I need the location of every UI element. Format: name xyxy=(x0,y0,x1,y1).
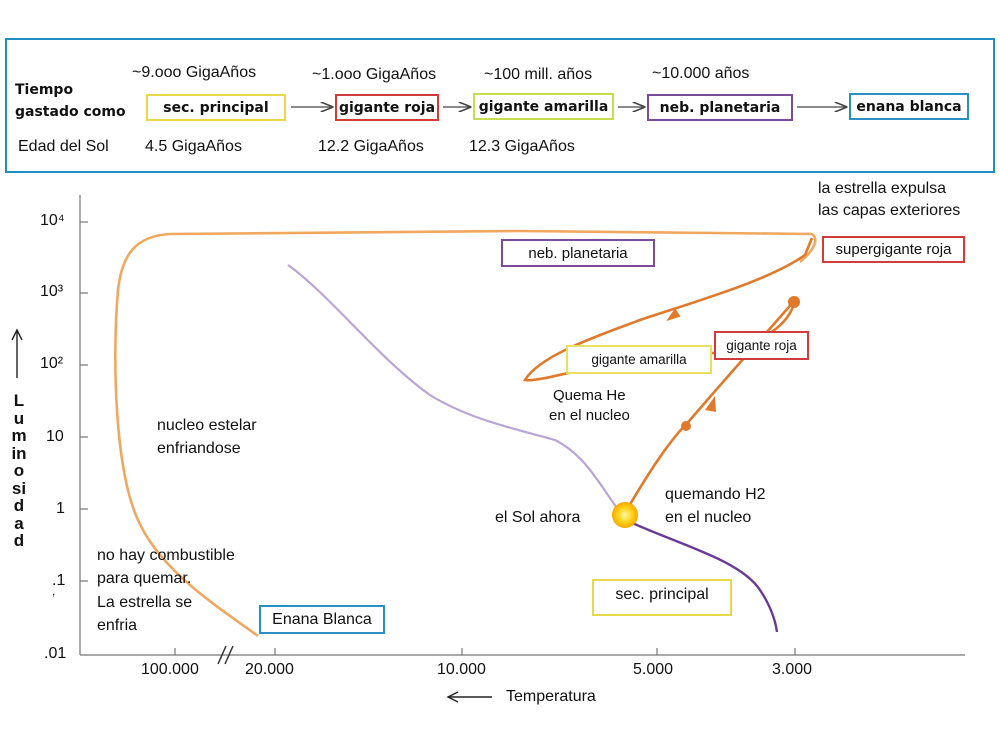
stage-box-white-dwarf: enana blanca xyxy=(849,93,969,120)
stage-box-red-giant: gigante roja xyxy=(335,94,439,121)
h2-burning-line2: en el nucleo xyxy=(665,509,752,526)
timeline-row-label-line2: gastado como xyxy=(15,104,126,120)
red-giant-tip-marker xyxy=(788,296,800,308)
stage-box-planetary-nebula: neb. planetaria xyxy=(647,94,793,121)
main-sequence-lower-track xyxy=(629,520,779,633)
x-tick-3000: 3.000 xyxy=(772,661,813,678)
axis-break-icon xyxy=(217,645,234,665)
y-tick-10: 10 xyxy=(46,428,64,445)
no-fuel-line3: La estrella se xyxy=(97,594,193,611)
stage-box-main-sequence: sec. principal xyxy=(146,94,286,121)
he-burning-line2: en el nucleo xyxy=(549,407,630,424)
duration-red-giant: ~1.ooo GigaAños xyxy=(312,66,437,83)
main-sequence-upper-track xyxy=(287,264,618,509)
x-tick-20000: 20.000 xyxy=(245,661,294,678)
y-tick-01: .1 xyxy=(52,572,66,589)
label-red-giant: gigante roja xyxy=(714,331,809,360)
core-cooling-line2: enfriandose xyxy=(157,440,241,457)
label-white-dwarf: Enana Blanca xyxy=(259,605,385,634)
timeline-row-label-line1: Tiempo xyxy=(15,82,74,98)
h2-burning-line1: quemando H2 xyxy=(665,486,766,503)
planetary-nebula-track xyxy=(114,229,817,638)
expel-annotation-line2: las capas exteriores xyxy=(818,202,961,219)
he-burning-line1: Quema He xyxy=(553,387,626,404)
x-tick-10000: 10.000 xyxy=(437,661,486,678)
x-tick-5000: 5.000 xyxy=(633,661,674,678)
y-axis-label: Luminosidad xyxy=(11,391,27,550)
sun-now-label: el Sol ahora xyxy=(495,509,581,526)
stage-box-yellow-giant: gigante amarilla xyxy=(473,93,614,120)
sun-age-main-sequence: 4.5 GigaAños xyxy=(145,138,242,155)
y-tick-1: 1 xyxy=(56,500,65,517)
no-fuel-line1: no hay combustible xyxy=(97,547,235,564)
no-fuel-line2: para quemar. xyxy=(97,570,192,587)
duration-yellow-giant: ~100 mill. años xyxy=(484,66,593,83)
y-tick-10e4: 10⁴ xyxy=(40,212,65,229)
x-axis-label: Temperatura xyxy=(506,688,596,705)
track-point-marker xyxy=(681,421,691,431)
y-tick-mark: , xyxy=(52,584,56,598)
arrow-icon xyxy=(666,308,681,322)
evolution-track xyxy=(522,237,814,514)
label-red-supergiant: supergigante roja xyxy=(822,236,965,263)
duration-planetary-nebula: ~10.000 años xyxy=(652,65,750,82)
x-tick-100000: 100.000 xyxy=(141,661,199,678)
label-yellow-giant: gigante amarilla xyxy=(566,345,712,374)
sun-icon xyxy=(612,502,638,528)
expel-annotation-line1: la estrella expulsa xyxy=(818,180,947,197)
sun-age-red-giant: 12.2 GigaAños xyxy=(318,138,424,155)
y-tick-001: .01 xyxy=(44,645,67,662)
label-planetary-nebula: neb. planetaria xyxy=(501,239,655,267)
x-axis-arrow-icon xyxy=(446,691,492,703)
duration-main-sequence: ~9.ooo GigaAños xyxy=(132,64,257,81)
core-cooling-line1: nucleo estelar xyxy=(157,417,257,434)
arrow-icon xyxy=(705,396,716,412)
y-axis-arrow-icon xyxy=(11,328,23,378)
track-direction-arrows xyxy=(666,308,716,412)
no-fuel-line4: enfria xyxy=(97,617,138,634)
label-main-sequence: sec. principal xyxy=(592,579,732,616)
y-tick-10e3: 10³ xyxy=(40,283,64,300)
sun-age-label: Edad del Sol xyxy=(18,138,109,155)
axes xyxy=(79,195,965,656)
sun-age-yellow-giant: 12.3 GigaAños xyxy=(469,138,575,155)
y-tick-10e2: 10² xyxy=(40,355,64,372)
